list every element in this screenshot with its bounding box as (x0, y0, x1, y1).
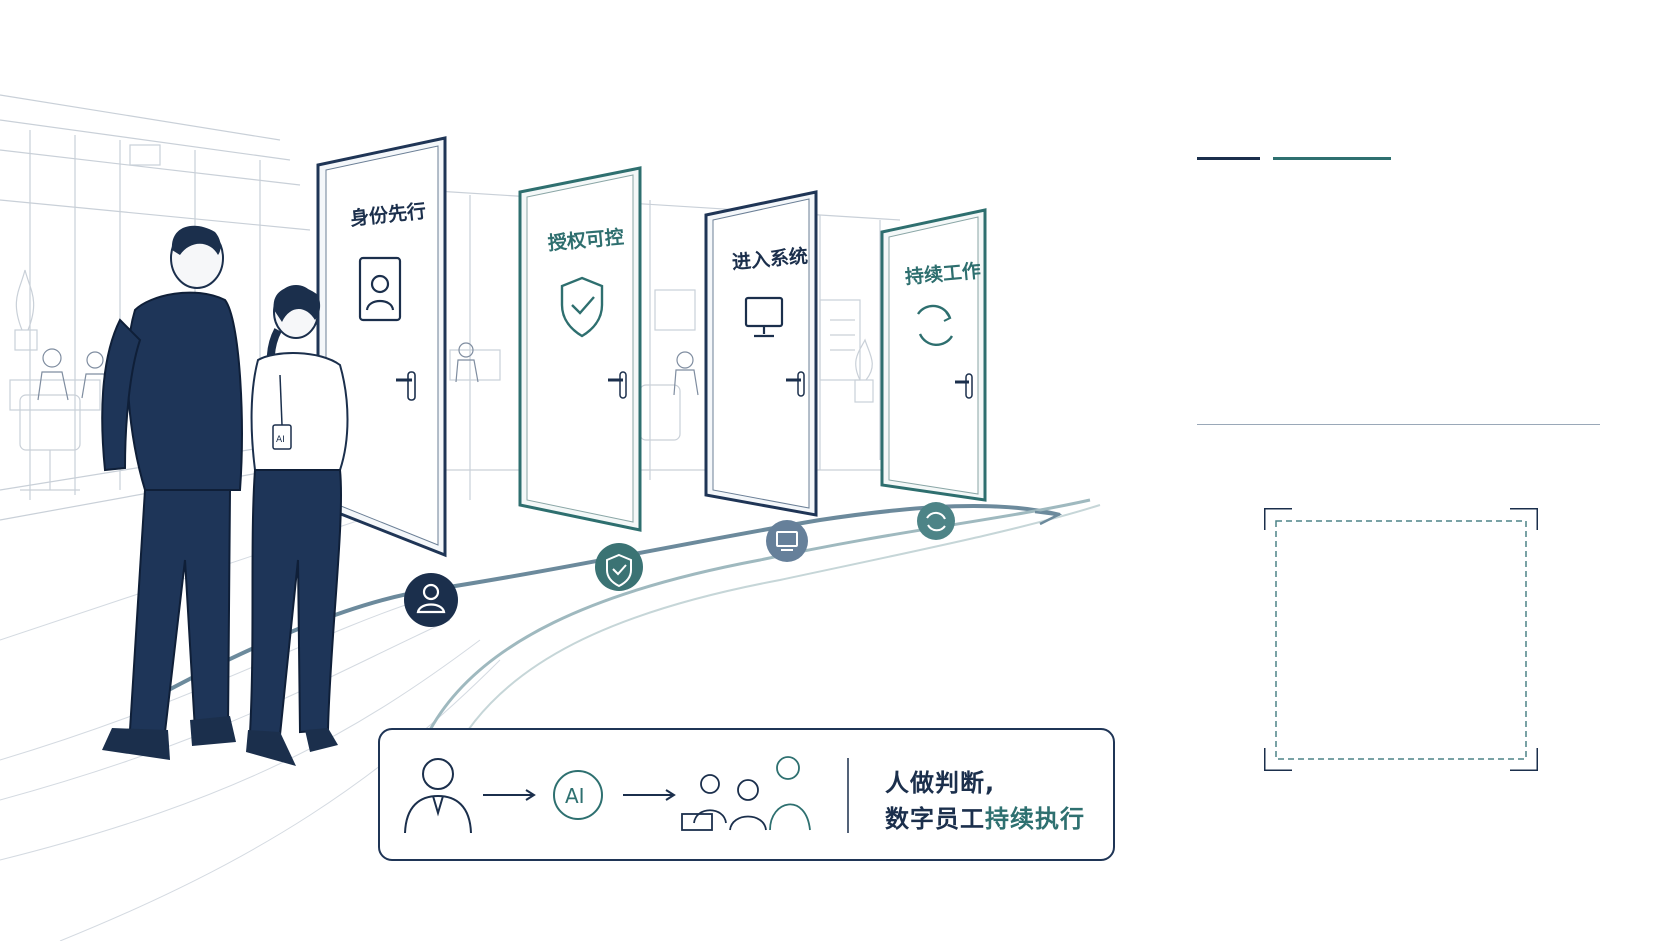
deco-line-navy (1197, 157, 1260, 160)
door-identity (316, 136, 447, 558)
ai-badge (272, 424, 292, 450)
caption-line-2-plain: 数字员工 (885, 805, 985, 833)
door-continuous-work (880, 208, 987, 502)
businessman-figure (101, 225, 243, 760)
businesswoman-figure: AI (246, 285, 349, 766)
path-marker-continuous-work (917, 502, 955, 540)
caption-line-1: 人做判断, (885, 769, 996, 797)
caption-text: 人做判断, 数字员工持续执行 (885, 765, 1105, 837)
person-icon (404, 758, 472, 834)
background-workers (37, 342, 699, 401)
ai-step: AI (553, 770, 603, 820)
deco-line-teal (1273, 157, 1391, 160)
refresh-icon (926, 511, 946, 520)
divider-line (1197, 424, 1600, 425)
door-system-access (704, 190, 818, 517)
ai-badge-text: AI (276, 435, 285, 445)
caption-line-2-highlight: 持续执行 (985, 805, 1085, 833)
shield-check-icon (560, 276, 604, 338)
caption-flow: AI (404, 756, 849, 834)
monitor-icon (776, 531, 798, 547)
user-icon (416, 603, 446, 614)
door-handle (407, 371, 416, 401)
path-marker-system-access (766, 520, 808, 562)
door-authorization (518, 166, 642, 532)
path-marker-authorization (595, 543, 643, 591)
arrow-icon (623, 789, 676, 801)
shield-check-icon (606, 553, 632, 588)
path-marker-identity (404, 573, 458, 627)
team-icon (681, 756, 811, 831)
arrow-icon (483, 789, 536, 801)
ai-step-text: AI (565, 784, 585, 808)
placeholder-frame (1264, 508, 1538, 771)
caption-line-2: 数字员工持续执行 (885, 801, 1105, 837)
user-icon (358, 256, 402, 322)
